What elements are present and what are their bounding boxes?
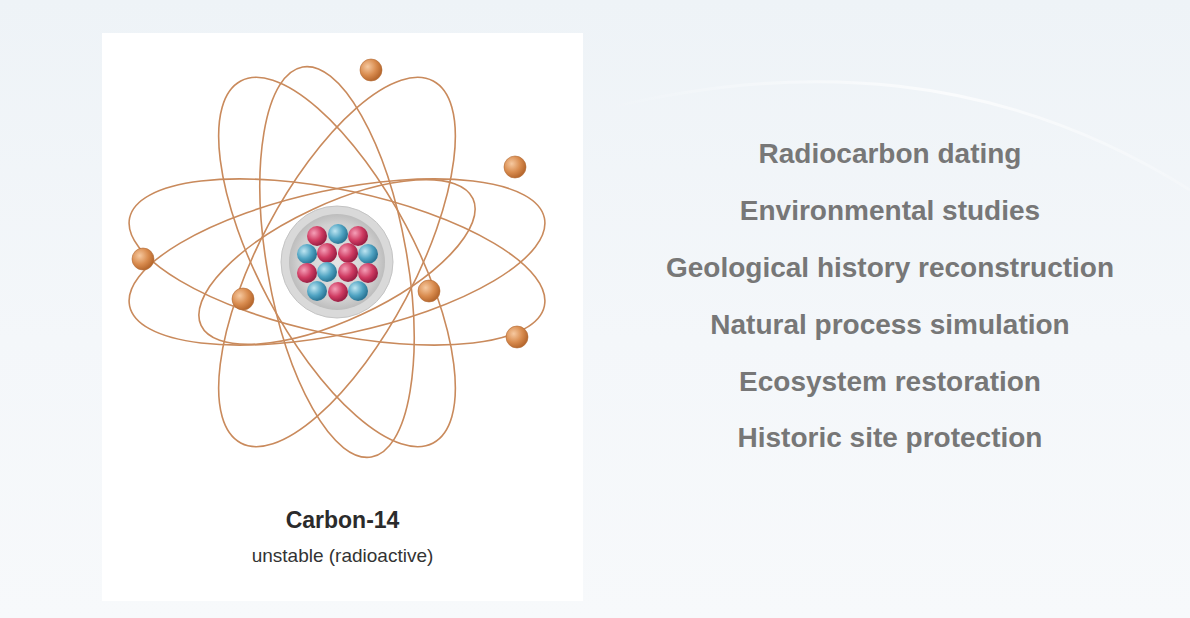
application-item: Natural process simulation bbox=[710, 308, 1069, 342]
electron-orbits bbox=[115, 44, 560, 479]
application-item: Environmental studies bbox=[740, 194, 1040, 228]
element-note: unstable (radioactive) bbox=[102, 545, 583, 567]
application-item: Ecosystem restoration bbox=[739, 365, 1041, 399]
electrons bbox=[132, 59, 528, 348]
application-item: Radiocarbon dating bbox=[759, 137, 1022, 171]
nucleus bbox=[281, 206, 393, 318]
panel-background bbox=[102, 33, 583, 601]
background-swoosh bbox=[600, 82, 1190, 190]
element-name: Carbon-14 bbox=[102, 507, 583, 534]
element-card: Carbon-14 unstable (radioactive) bbox=[102, 33, 583, 601]
application-item: Geological history reconstruction bbox=[666, 251, 1114, 285]
application-item: Historic site protection bbox=[738, 421, 1043, 455]
